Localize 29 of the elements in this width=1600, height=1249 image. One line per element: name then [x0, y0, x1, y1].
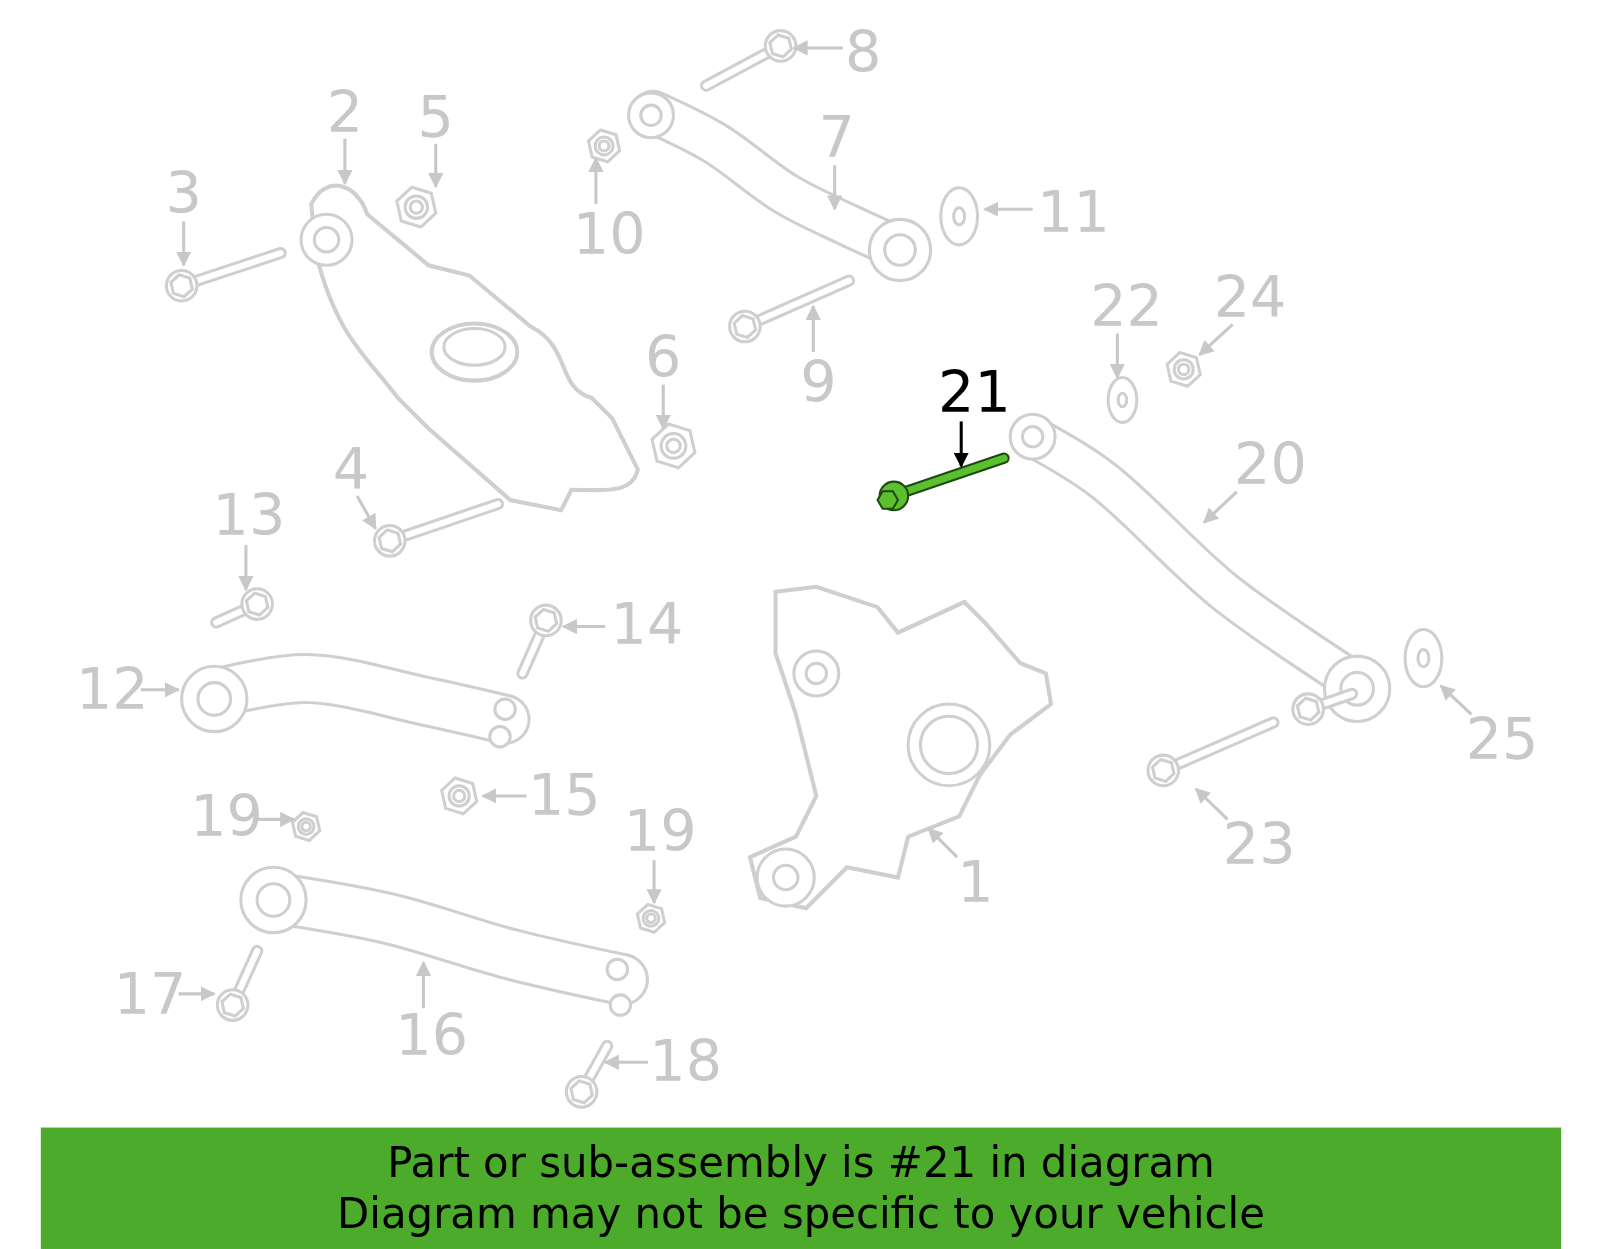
leader-line: [561, 618, 606, 635]
leader-line: [1194, 787, 1229, 821]
leader-line: [140, 682, 181, 698]
leader-line: [646, 860, 662, 905]
leader-line: [655, 384, 671, 431]
leader-line: [176, 221, 192, 267]
callout-number: 21: [938, 364, 1011, 422]
leader-line: [1439, 684, 1473, 716]
leader-line: [805, 304, 821, 353]
leader-line: [953, 421, 969, 468]
notice-text: Part or sub-assembly is #21 in diagram: [386, 1141, 1216, 1184]
leader-line: [1109, 333, 1125, 380]
leader-line: [927, 827, 959, 859]
leader-line: [1198, 323, 1234, 357]
leader-line: [178, 986, 216, 1002]
leader-line: [588, 156, 604, 205]
leader-line: [1202, 490, 1238, 524]
leader-line: [983, 201, 1033, 217]
leader-line: [415, 960, 432, 1009]
leader-line: [355, 495, 377, 530]
leader-line: [792, 40, 843, 56]
notice-text: Diagram may not be specific to your vehicle: [336, 1192, 1266, 1235]
leader-line: [603, 1054, 648, 1070]
leader-line: [238, 544, 254, 592]
leader-line: [428, 143, 444, 189]
leader-line: [827, 165, 843, 211]
nut-drawing: [1165, 350, 1202, 389]
leader-line: [481, 788, 527, 804]
leader-line: [337, 138, 353, 186]
